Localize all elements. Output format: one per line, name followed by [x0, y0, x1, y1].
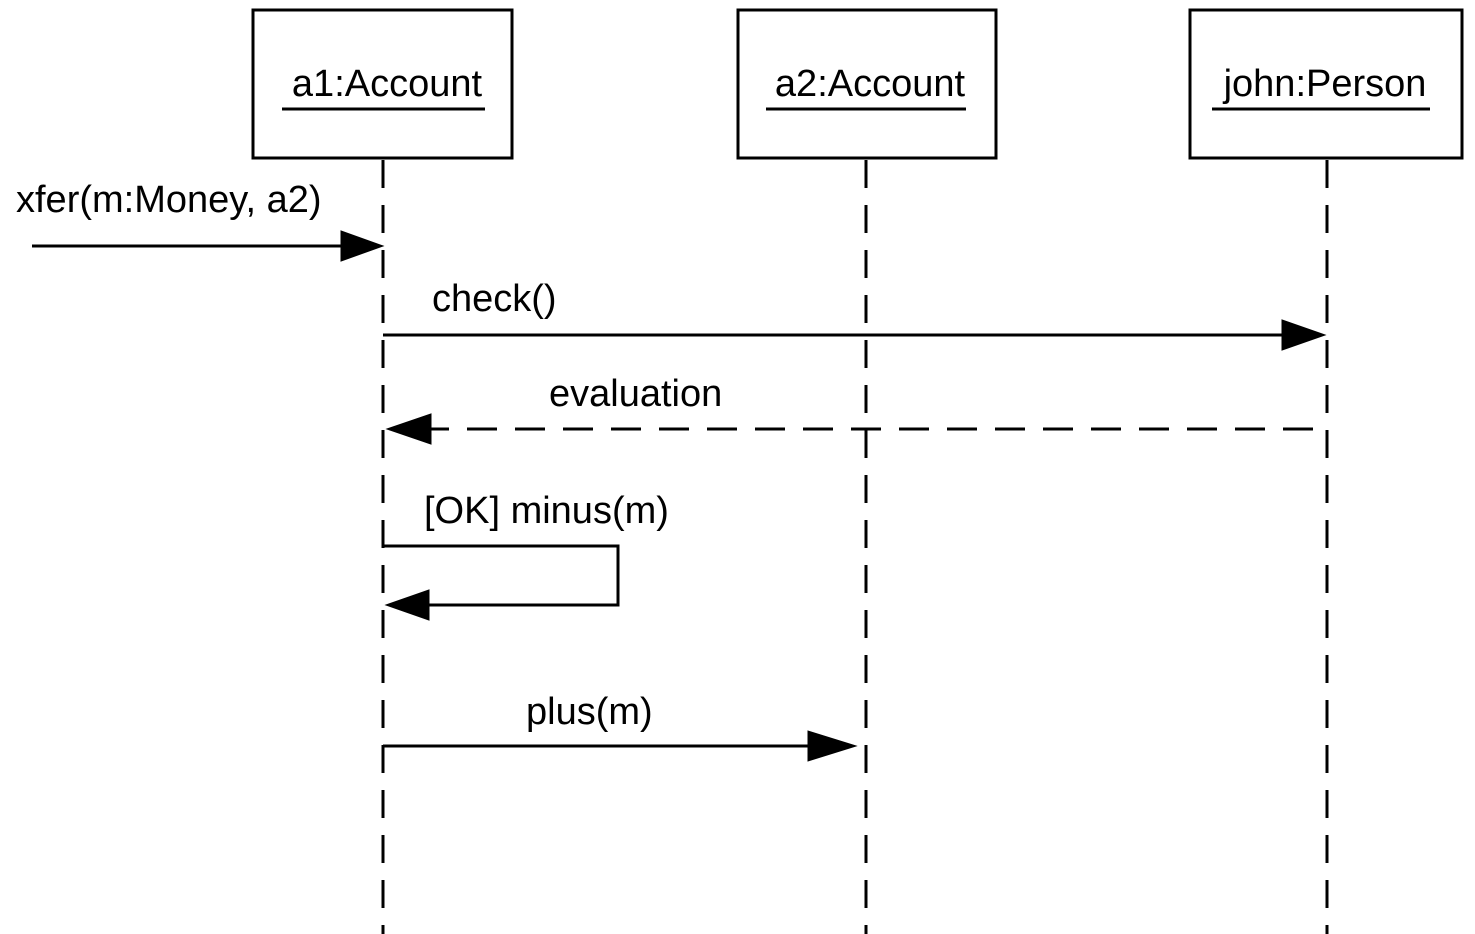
message-evaluation-label: evaluation	[549, 373, 722, 415]
message-check-arrowhead	[1281, 319, 1327, 351]
message-minus: [OK] minus(m)	[383, 490, 669, 621]
message-minus-line	[383, 544, 620, 607]
participant-john: john:Person	[1188, 8, 1464, 160]
message-xfer-arrowhead	[340, 230, 385, 262]
participant-john-label: john:Person	[1223, 63, 1427, 105]
message-evaluation-arrowhead	[385, 413, 432, 445]
message-check: check()	[383, 278, 1327, 351]
participant-a1-label: a1:Account	[292, 63, 483, 105]
message-check-label: check()	[432, 278, 557, 320]
message-xfer: xfer(m:Money, a2)	[16, 179, 385, 262]
message-minus-arrowhead	[384, 589, 430, 621]
message-plus-arrowhead	[807, 730, 858, 762]
message-plus-label: plus(m)	[526, 691, 653, 733]
participant-a2-label: a2:Account	[775, 63, 966, 105]
participant-a1: a1:Account	[251, 8, 514, 160]
message-xfer-label: xfer(m:Money, a2)	[16, 179, 321, 221]
participant-a2: a2:Account	[736, 8, 998, 160]
message-minus-label: [OK] minus(m)	[424, 490, 669, 532]
message-evaluation: evaluation	[385, 373, 1313, 445]
message-plus: plus(m)	[383, 691, 858, 762]
